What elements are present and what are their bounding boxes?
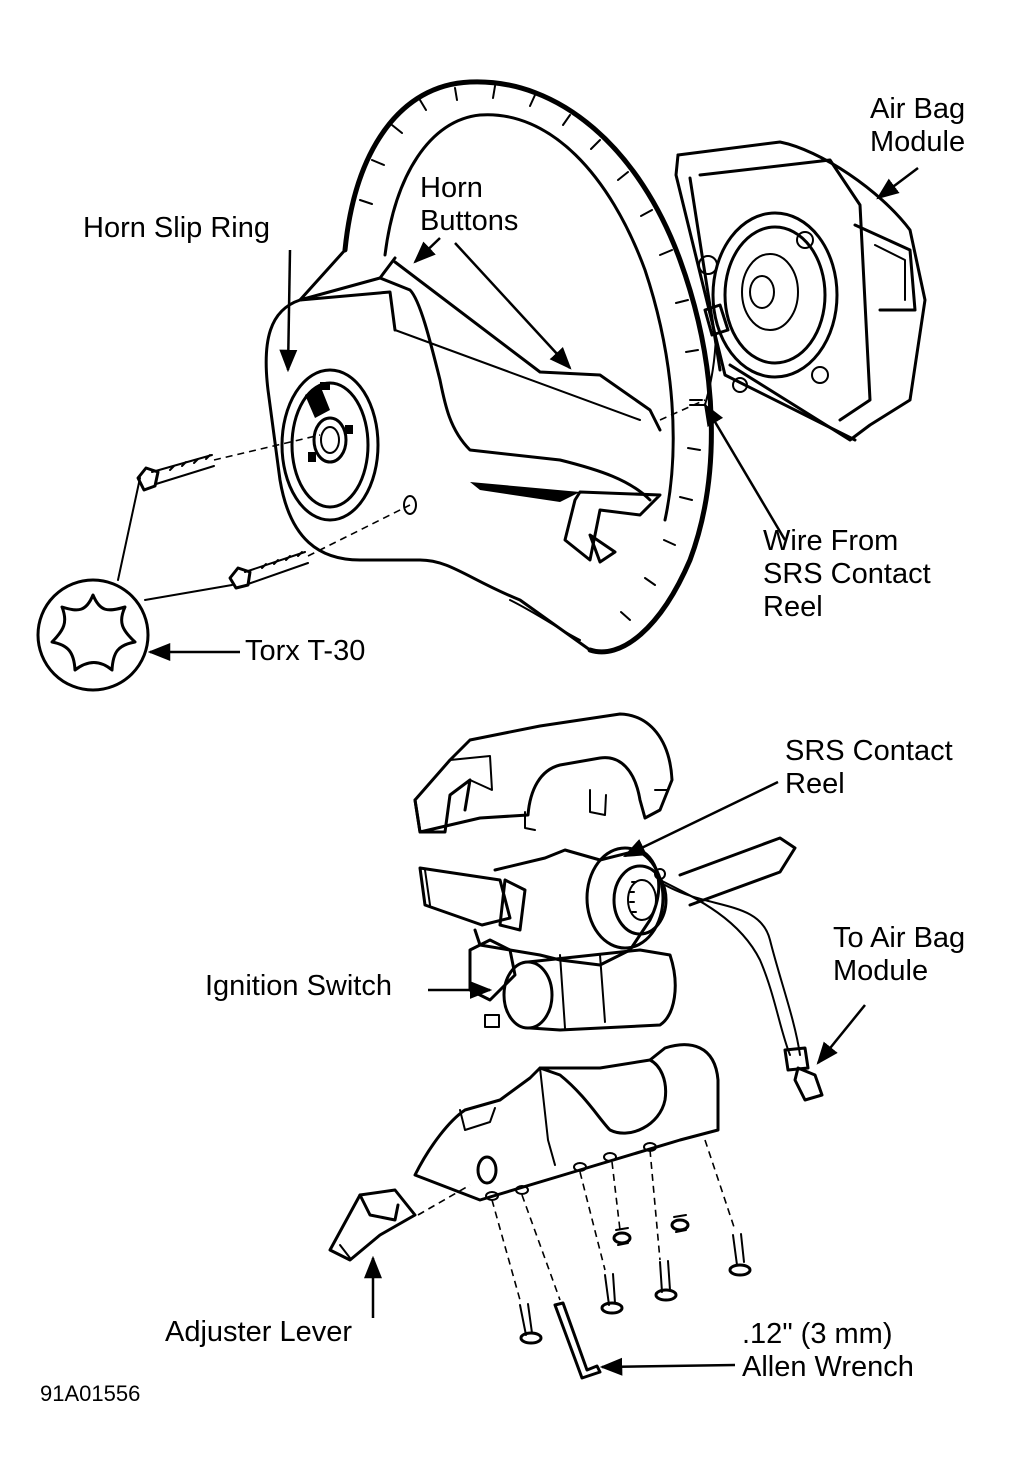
figure-reference-text: 91A01556: [40, 1381, 141, 1406]
label-adjuster-lever: Adjuster Lever: [165, 1316, 352, 1349]
adjuster-lever: [328, 1184, 471, 1262]
label-wire-from-srs-line3: Reel: [763, 591, 823, 623]
label-allen-wrench: .12" (3 mm) Allen Wrench: [742, 1318, 914, 1384]
label-torx-text: Torx T-30: [245, 635, 366, 667]
label-horn-buttons-line1: Horn: [420, 172, 483, 204]
leader-lines: [147, 167, 919, 1376]
label-adjuster-lever-text: Adjuster Lever: [165, 1316, 352, 1348]
label-srs-contact-reel: SRS Contact Reel: [785, 735, 953, 801]
label-allen-wrench-line2: Allen Wrench: [742, 1351, 914, 1383]
label-air-bag-module-line1: Air Bag: [870, 93, 966, 125]
label-allen-wrench-line1: .12" (3 mm): [742, 1318, 893, 1350]
label-wire-from-srs-line2: SRS Contact: [763, 558, 931, 590]
label-wire-from-srs-line1: Wire From: [763, 525, 899, 557]
hub-screws: [136, 434, 411, 590]
air-bag-module: [659, 140, 927, 442]
steering-wheel: [264, 79, 714, 655]
label-to-air-bag-module-line2: Module: [833, 955, 929, 987]
label-ignition-switch-text: Ignition Switch: [205, 970, 392, 1002]
label-wire-from-srs: Wire From SRS Contact Reel: [763, 525, 931, 624]
label-torx: Torx T-30: [245, 635, 365, 668]
label-horn-buttons: Horn Buttons: [420, 172, 518, 238]
column-switch-assembly: [418, 836, 824, 1102]
label-horn-slip-ring: Horn Slip Ring: [83, 212, 270, 245]
label-srs-contact-reel-line2: Reel: [785, 768, 845, 800]
label-air-bag-module-line2: Module: [870, 126, 966, 158]
label-to-air-bag-module: To Air Bag Module: [833, 922, 965, 988]
label-to-air-bag-module-line1: To Air Bag: [833, 922, 966, 954]
upper-shroud: [413, 712, 674, 834]
label-srs-contact-reel-line1: SRS Contact: [785, 735, 953, 767]
label-horn-buttons-line2: Buttons: [420, 205, 519, 237]
torx-bit-icon: [36, 477, 233, 692]
label-horn-slip-ring-text: Horn Slip Ring: [83, 212, 270, 244]
figure-reference: 91A01556: [40, 1382, 140, 1406]
label-air-bag-module: Air Bag Module: [870, 93, 965, 159]
shroud-screws: [491, 1139, 752, 1380]
lower-shroud: [413, 1043, 720, 1202]
label-ignition-switch: Ignition Switch: [205, 970, 392, 1003]
